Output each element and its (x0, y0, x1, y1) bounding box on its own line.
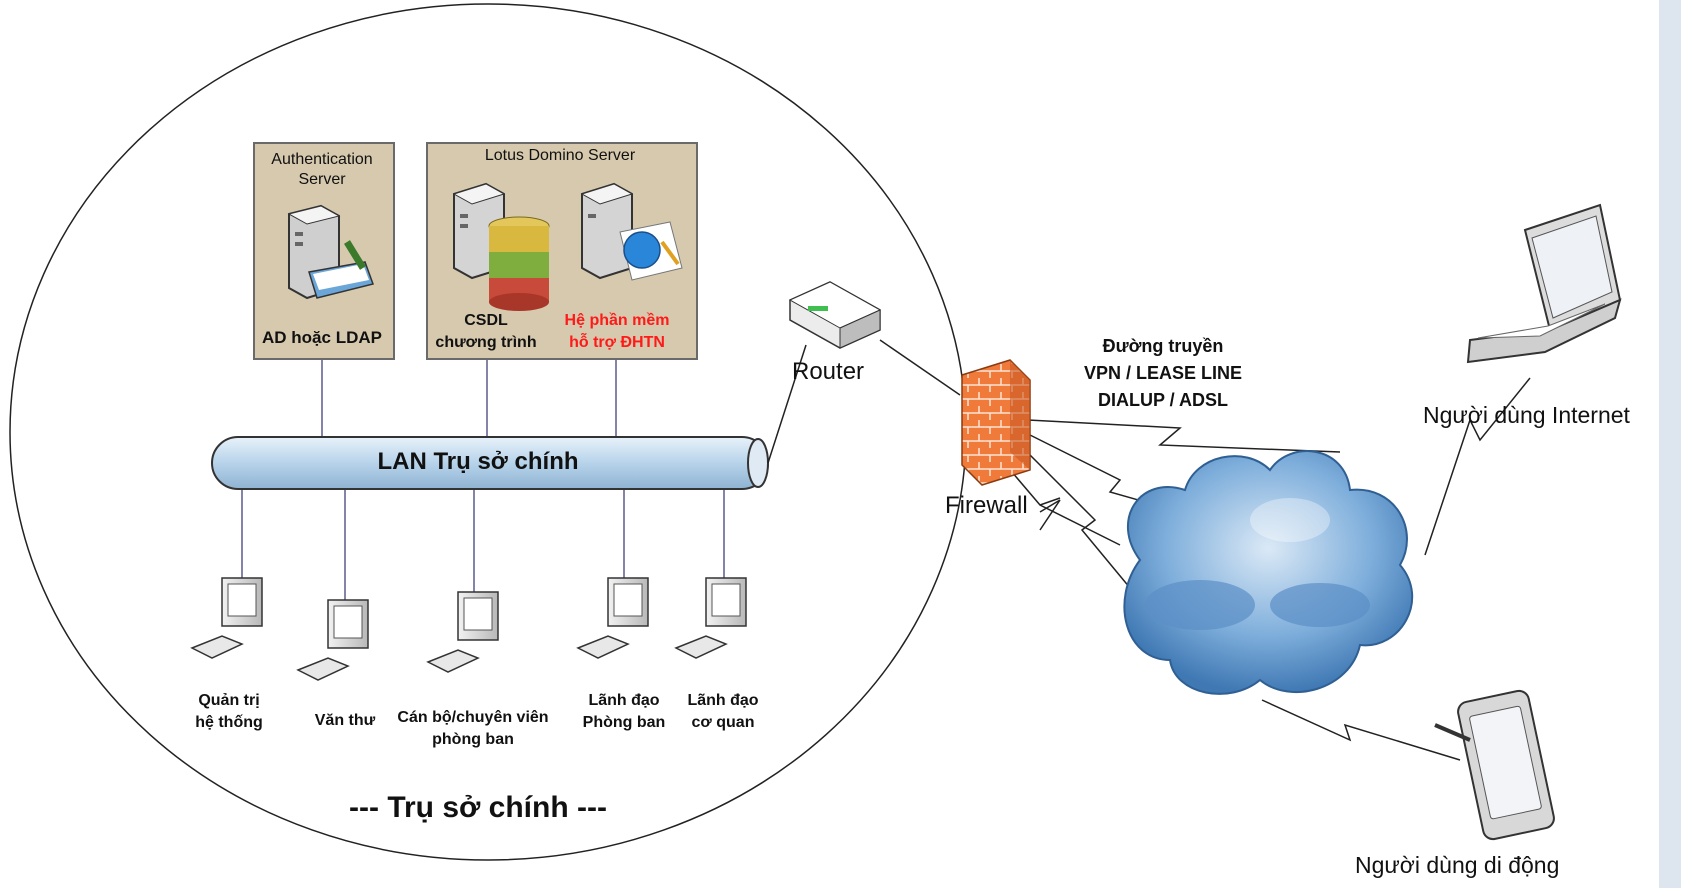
firewall-icon (961, 359, 1031, 486)
lan-label: LAN Trụ sở chính (377, 448, 579, 475)
database-icon (488, 216, 550, 311)
client-label-agency-leader-line2: cơ quan (691, 714, 755, 731)
auth-server-title-line2: Server (298, 171, 346, 188)
mobile-user-label: Người dùng di động (1355, 852, 1560, 878)
client-label-staff: Cán bộ/chuyên viên phòng ban (397, 707, 548, 751)
connection-label: Đường truyền VPN / LEASE LINE DIALUP / A… (1084, 333, 1242, 414)
client-label-agency-leader: Lãnh đạo cơ quan (687, 690, 758, 734)
workstation-icon (674, 577, 747, 659)
client-label-clerk-line1: Văn thư (314, 712, 376, 729)
client-label-staff-line2: phòng ban (432, 731, 514, 748)
app-software-label-line1: Hệ phần mềm (564, 312, 670, 329)
auth-server-title: Authentication Server (271, 150, 372, 190)
database-label-line1: CSDL (464, 312, 508, 329)
lotus-domino-server-box (426, 142, 698, 360)
database-label: CSDL chương trình (435, 310, 536, 354)
client-label-dept-leader-line1: Lãnh đạo (588, 692, 660, 709)
headquarters-title: --- Trụ sở chính --- (349, 791, 607, 824)
lan-pipe (211, 436, 769, 490)
firewall-label-leader (1039, 497, 1061, 506)
server-tower-icon (287, 204, 374, 300)
client-label-staff-line1: Cán bộ/chuyên viên (397, 709, 549, 726)
connection-label-line3: DIALUP / ADSL (1097, 390, 1228, 410)
cloud-tablet-link (1261, 699, 1461, 761)
domino-server-title: Lotus Domino Server (484, 147, 636, 164)
client-label-clerk: Văn thư (315, 712, 375, 730)
laptop-icon (1466, 203, 1622, 364)
router-icon (788, 281, 882, 349)
lan-router-link (767, 344, 807, 464)
server-lan-links (321, 358, 617, 437)
workstation-icon (426, 591, 499, 673)
tablet-icon (1434, 689, 1555, 841)
router-firewall-link (879, 339, 961, 396)
database-label-line2: chương trình (435, 334, 537, 351)
client-label-admin-line2: hệ thống (195, 714, 263, 731)
auth-server-label: AD hoặc LDAP (262, 328, 382, 347)
firewall-label: Firewall (945, 492, 1028, 519)
workstation-icon (576, 577, 649, 659)
client-label-admin: Quản trị hệ thống (195, 690, 263, 734)
client-label-admin-line1: Quản trị (198, 692, 260, 709)
connection-label-line1: Đường truyền (1102, 336, 1224, 356)
client-label-dept-leader: Lãnh đạo Phòng ban (583, 690, 666, 734)
workstation-icon (296, 599, 369, 681)
cloud-laptop-link (1424, 377, 1531, 556)
app-software-label-line2: hỗ trợ ĐHTN (569, 334, 665, 351)
server-tower-icon (580, 182, 683, 281)
client-label-dept-leader-line2: Phòng ban (582, 714, 666, 731)
router-label: Router (792, 358, 865, 385)
client-label-agency-leader-line1: Lãnh đạo (687, 692, 759, 709)
auth-server-title-line1: Authentication (271, 151, 373, 168)
connection-label-line2: VPN / LEASE LINE (1083, 363, 1243, 383)
slide-scrollbar[interactable] (1659, 0, 1681, 888)
internet-cloud-icon (1123, 450, 1414, 695)
app-software-label: Hệ phần mềm hỗ trợ ĐHTN (565, 310, 670, 354)
authentication-server-box (253, 142, 395, 360)
client-lan-links (241, 490, 725, 600)
workstation-icon (190, 577, 263, 659)
internet-user-label: Người dùng Internet (1423, 402, 1630, 428)
